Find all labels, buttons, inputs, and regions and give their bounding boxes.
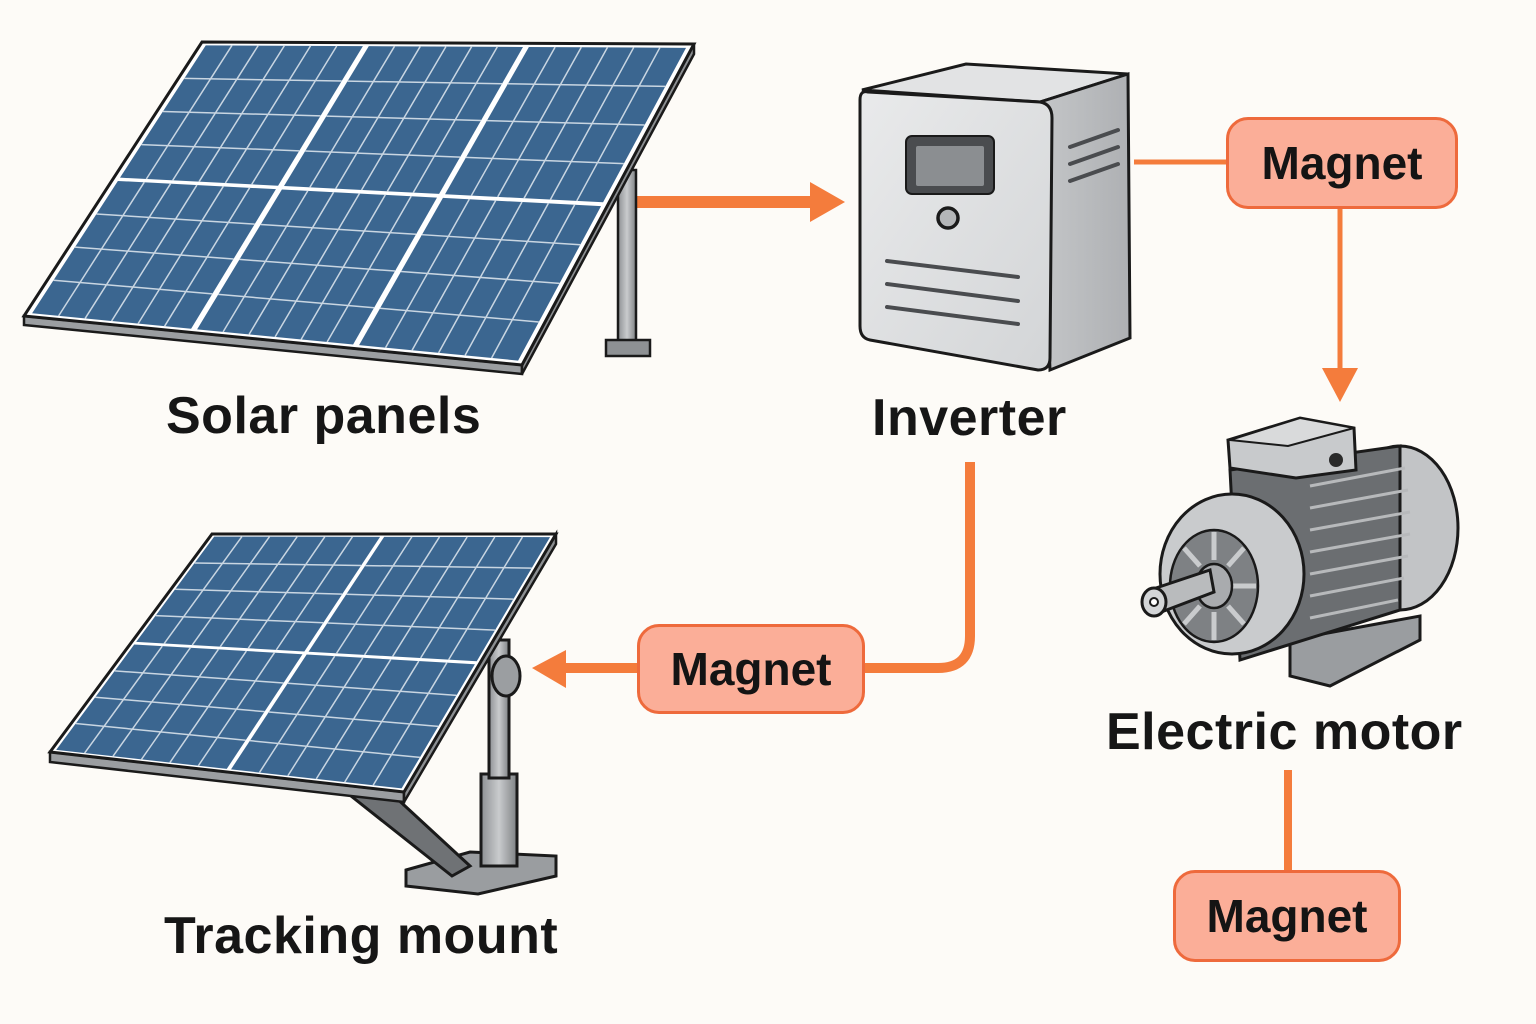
cell-gridline bbox=[239, 258, 396, 272]
cell-gridline bbox=[96, 213, 255, 225]
cell-gridline bbox=[218, 293, 375, 309]
magnet-label: Magnet bbox=[670, 643, 832, 695]
cell-gridline bbox=[95, 696, 265, 713]
cell-gridline bbox=[346, 593, 514, 600]
solar-panel-icon bbox=[21, 40, 697, 376]
cell-gridline bbox=[260, 223, 417, 236]
cell-gridline bbox=[507, 83, 666, 88]
label-tracking-mount: Tracking mount bbox=[164, 907, 559, 965]
magnet-box-top: Magnet bbox=[1226, 117, 1458, 209]
label-solar-panels: Solar panels bbox=[166, 387, 482, 445]
cell-gridline bbox=[327, 622, 496, 631]
label-electric-motor: Electric motor bbox=[1106, 703, 1463, 761]
inverter-button bbox=[936, 206, 960, 230]
label-inverter: Inverter bbox=[872, 389, 1067, 447]
cell-gridline bbox=[155, 614, 324, 624]
cell-gridline bbox=[249, 739, 420, 759]
cell-gridline bbox=[268, 711, 439, 728]
cell-gridline bbox=[287, 682, 457, 697]
inverter-icon bbox=[858, 62, 1132, 373]
magnet-box-bottom: Magnet bbox=[1173, 870, 1401, 962]
cell-gridline bbox=[421, 233, 581, 246]
cell-gridline bbox=[184, 77, 342, 82]
cell-gridline bbox=[75, 722, 246, 742]
arrowhead-to-mount bbox=[532, 650, 566, 688]
tracking-mount-icon bbox=[47, 529, 559, 896]
cell-gridline bbox=[400, 270, 560, 285]
cell-gridline bbox=[379, 307, 539, 323]
cell-gridline bbox=[53, 279, 213, 295]
cell-gridline bbox=[162, 110, 321, 117]
magnet-box-middle: Magnet bbox=[637, 624, 865, 714]
cell-gridline bbox=[175, 588, 343, 595]
cell-gridline bbox=[465, 156, 624, 165]
solar-module bbox=[32, 180, 276, 329]
magnet-label: Magnet bbox=[1261, 137, 1423, 189]
edge-inverter-to-magnet-mid bbox=[862, 462, 975, 673]
cell-gridline bbox=[74, 246, 234, 260]
arrowhead-to-motor bbox=[1322, 368, 1358, 402]
cell-gridline bbox=[347, 80, 503, 85]
magnet-label: Magnet bbox=[1206, 890, 1368, 942]
cell-gridline bbox=[486, 119, 645, 126]
cell-gridline bbox=[326, 115, 482, 122]
arrowhead-to-inverter bbox=[810, 182, 845, 222]
cell-gridline bbox=[114, 670, 284, 684]
cell-gridline bbox=[141, 143, 300, 152]
cell-gridline bbox=[365, 564, 532, 569]
electric-motor-icon bbox=[1140, 416, 1460, 688]
solar-module bbox=[56, 644, 303, 769]
cell-gridline bbox=[194, 562, 362, 567]
cell-gridline bbox=[305, 150, 461, 158]
